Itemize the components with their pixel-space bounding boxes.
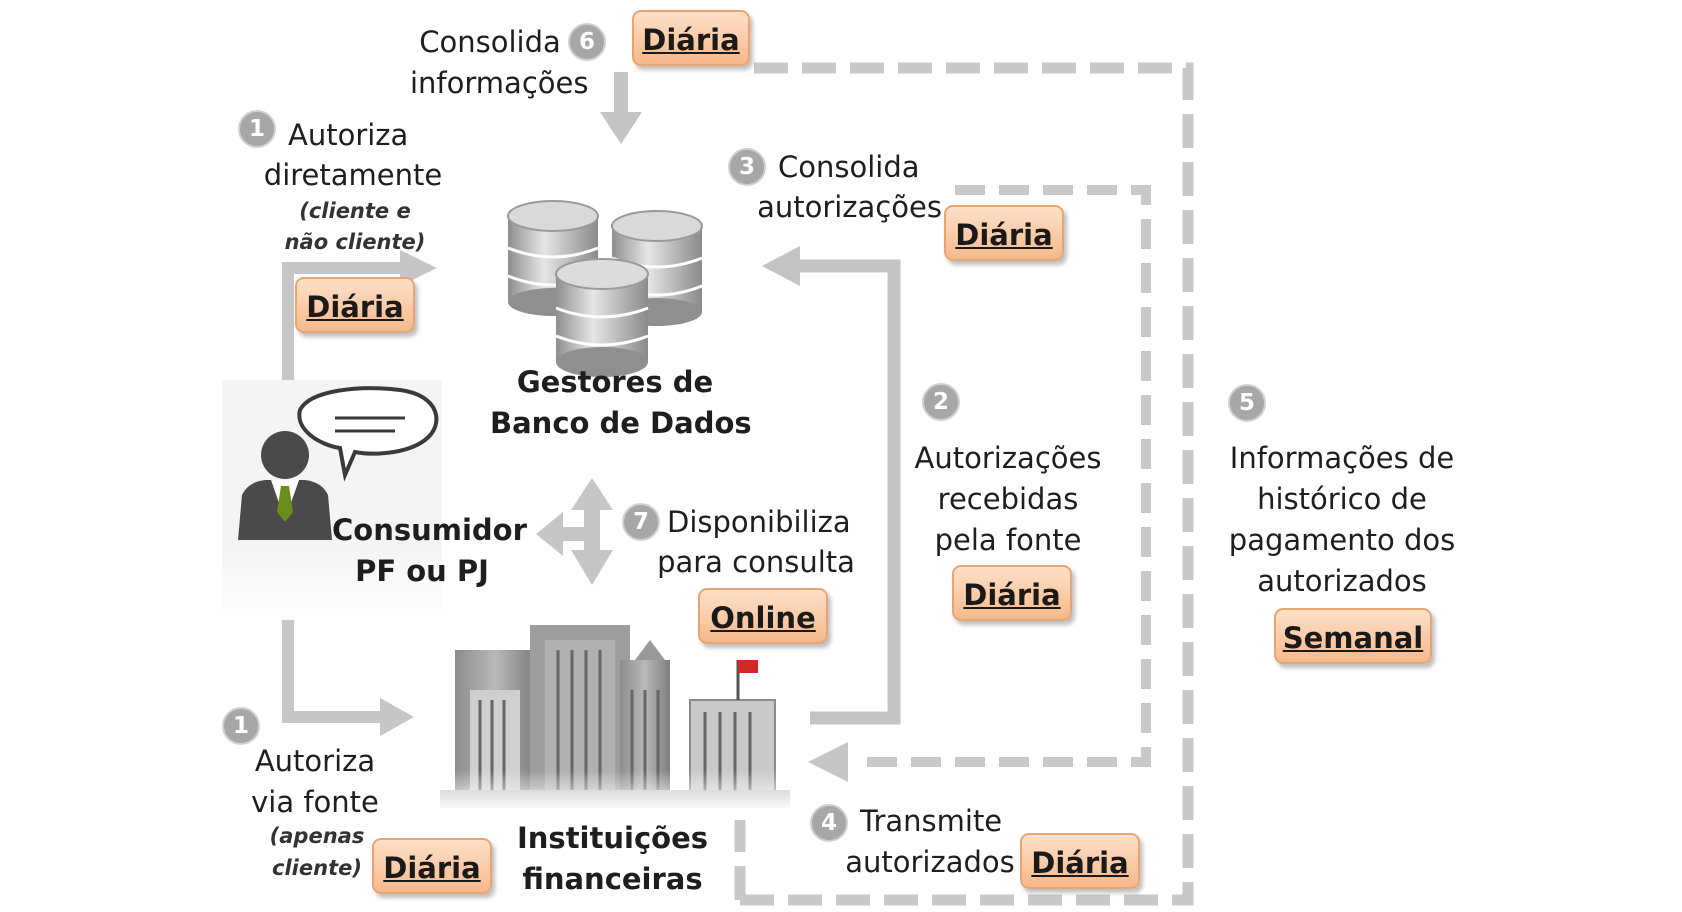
step2-line3: pela fonte — [934, 523, 1082, 557]
step4-line2: autorizados — [845, 845, 1015, 879]
step1a-line1: Autoriza — [288, 118, 409, 152]
step7-line1: Disponibiliza — [667, 505, 851, 539]
institutions-label: Instituições financeiras — [505, 818, 720, 900]
step1b-line2: via fonte — [251, 785, 379, 819]
step4-badge: Diária — [1020, 833, 1140, 889]
step1a-note1: (cliente e — [299, 199, 411, 223]
dashed-route-weekly — [734, 62, 1194, 906]
step5-line3: pagamento dos — [1228, 523, 1456, 557]
step4-line1: Transmite — [860, 804, 1003, 838]
arrow-consumer-to-inst-head — [380, 698, 414, 736]
institutions-line1: Instituições — [517, 821, 708, 855]
step5-badge: Semanal — [1274, 608, 1432, 664]
step2-number: 2 — [922, 383, 960, 421]
step1a-badge: Diária — [295, 277, 415, 333]
step5-line4: autorizados — [1257, 564, 1427, 598]
person-speech-icon — [222, 380, 442, 620]
dashed-arrowhead-left — [808, 742, 848, 782]
database-line1: Gestores de — [516, 365, 714, 399]
step2-line2: recebidas — [937, 482, 1079, 516]
step6-number: 6 — [568, 23, 606, 61]
step5-line1: Informações de — [1229, 441, 1455, 475]
step6-label: Consolida informações — [410, 22, 589, 104]
arrow-consumer-to-inst — [282, 620, 382, 723]
step1b-note1: (apenas — [269, 824, 365, 848]
step3-number: 3 — [728, 148, 766, 186]
database-line2: Banco de Dados — [490, 406, 752, 440]
step7-badge: Online — [698, 588, 828, 644]
step1b-number: 1 — [222, 707, 260, 745]
consumer-line1: Consumidor — [332, 513, 527, 547]
step7-line2: para consulta — [657, 545, 855, 579]
step4-number: 4 — [810, 804, 848, 842]
database-icon — [507, 200, 703, 377]
step6-badge: Diária — [632, 10, 750, 66]
step1b-note2: cliente) — [272, 856, 362, 880]
database-label: Gestores de Banco de Dados — [490, 362, 752, 444]
step1b-line1: Autoriza — [254, 744, 376, 778]
step1b-badge: Diária — [372, 838, 492, 894]
arrow-authorizations-up — [800, 259, 901, 725]
step6-line2: informações — [410, 66, 589, 100]
step5-number: 5 — [1228, 384, 1266, 422]
step1a-note2: não cliente) — [284, 230, 426, 254]
arrow-consumer-to-db — [282, 262, 400, 385]
buildings-icon — [440, 625, 790, 812]
step1b-label: Autoriza via fonte — [240, 741, 390, 823]
step5-label: Informações de histórico de pagamento do… — [1222, 438, 1462, 602]
arrow-three-way — [536, 478, 613, 585]
step7-number: 7 — [622, 503, 660, 541]
arrow-consolidate-down — [600, 72, 642, 144]
step2-line1: Autorizações — [914, 441, 1102, 475]
consumer-line2: PF ou PJ — [355, 554, 489, 588]
dashed-route-daily — [860, 185, 1151, 767]
step2-badge: Diária — [952, 565, 1072, 621]
step1a-line2: diretamente — [263, 158, 443, 192]
step3-line1: Consolida — [778, 150, 920, 184]
consumer-label: Consumidor PF ou PJ — [332, 510, 527, 592]
institutions-line2: financeiras — [522, 862, 703, 896]
step2-label: Autorizações recebidas pela fonte — [908, 438, 1108, 561]
step3-badge: Diária — [944, 205, 1064, 261]
step5-line2: histórico de — [1257, 482, 1427, 516]
step1a-number: 1 — [238, 110, 276, 148]
step6-line1: Consolida — [419, 25, 561, 59]
step3-line2: autorizações — [757, 190, 942, 224]
arrow-authorizations-head — [762, 246, 800, 286]
